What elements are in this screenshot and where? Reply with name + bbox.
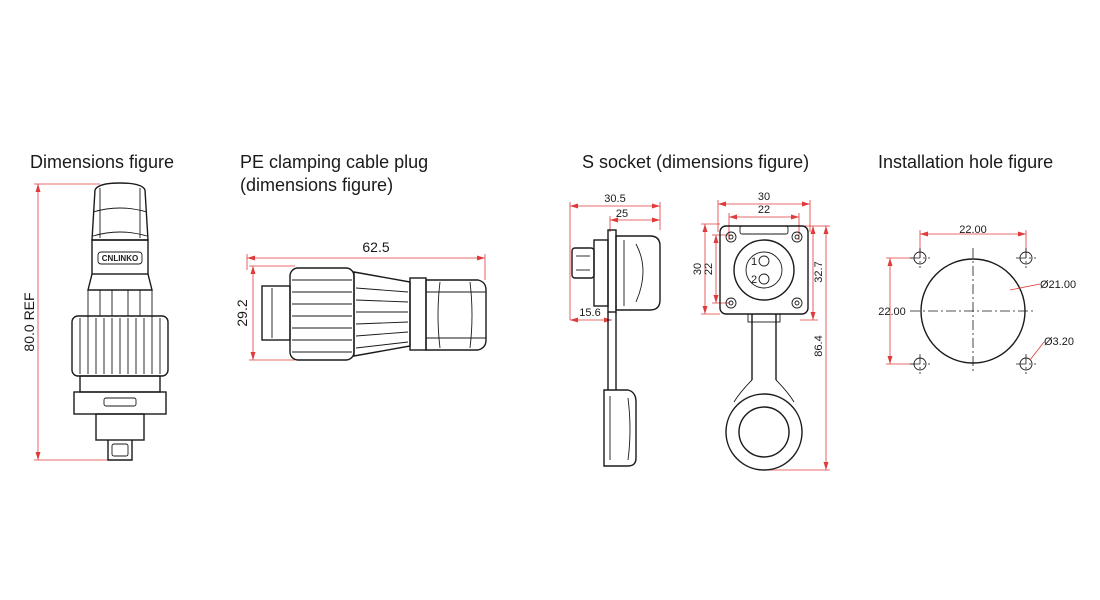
title-socket: S socket (dimensions figure) [582, 152, 810, 172]
dim-socket-height-inner: 22 [703, 263, 715, 275]
pin-1-label: 1 [751, 256, 757, 268]
socket-side-drawing: 30.5 25 15.6 [569, 193, 661, 467]
assembled-connector-drawing: 80.0 REF CNLINKO [21, 182, 169, 461]
dim-plug-length: 62.5 [362, 239, 389, 255]
dim-socket-width-outer: 30 [758, 191, 770, 203]
brand-logo: CNLINKO [102, 254, 138, 263]
dim-socket-depth: 30.5 [604, 193, 625, 205]
pin-2-label: 2 [751, 274, 757, 286]
dim-overall-length: 80.0 REF [21, 292, 37, 351]
dim-plug-diameter: 29.2 [234, 299, 250, 326]
socket-front-drawing: 30 22 30 22 32.7 86.4 [692, 191, 830, 471]
dim-hole-spacing-y: 22.00 [878, 306, 906, 318]
installation-hole-drawing: 22.00 22.00 Ø21.00 Ø3.20 [878, 224, 1076, 374]
dim-socket-total: 86.4 [813, 335, 825, 356]
dim-socket-flange: 25 [616, 208, 628, 220]
dim-socket-height-total: 32.7 [813, 261, 825, 282]
title-plug: PE clamping cable plug [240, 152, 429, 172]
dim-hole-spacing-x: 22.00 [959, 224, 987, 236]
title-plug-sub: (dimensions figure) [240, 175, 394, 195]
dim-socket-front: 15.6 [579, 307, 600, 319]
dim-hole-main-dia: Ø21.00 [1040, 279, 1076, 291]
title-hole: Installation hole figure [878, 152, 1054, 172]
dim-socket-height-outer: 30 [692, 263, 704, 275]
dim-socket-width-inner: 22 [758, 204, 770, 216]
cable-plug-drawing: 62.5 29.2 [234, 239, 487, 361]
title-dimensions: Dimensions figure [30, 152, 175, 172]
dim-hole-screw-dia: Ø3.20 [1044, 336, 1074, 348]
